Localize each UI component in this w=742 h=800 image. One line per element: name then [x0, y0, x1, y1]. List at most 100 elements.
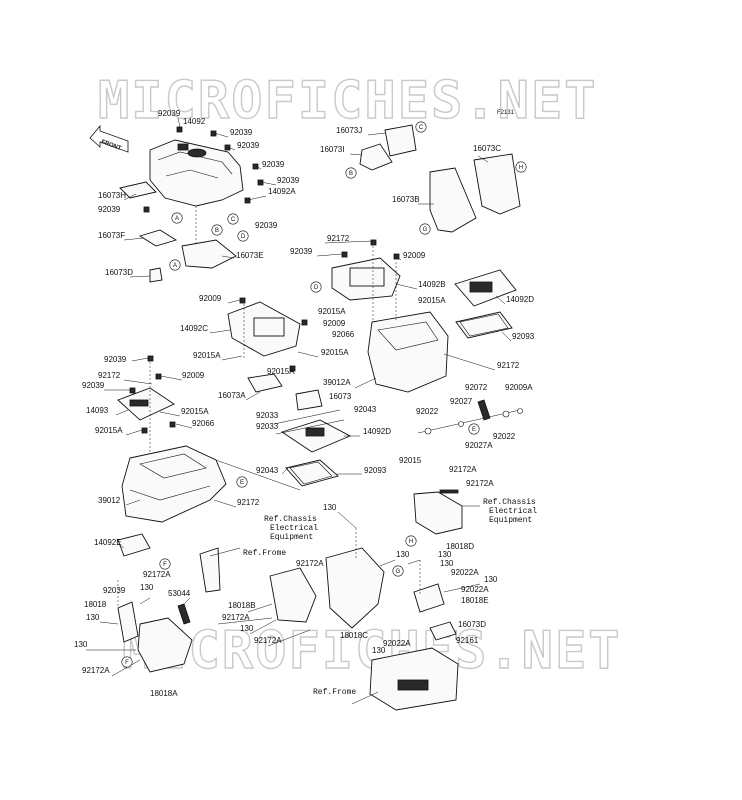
part-number-label: 14092A — [268, 187, 296, 196]
middle-lid-assembly — [273, 409, 362, 487]
part-number-label: 92172 — [237, 498, 260, 507]
part-number-label: 92172 — [497, 361, 520, 370]
part-number-label: 18018D — [446, 542, 474, 551]
callout-circle — [310, 281, 322, 293]
part-number-label: 92022A — [451, 568, 479, 577]
centre-tray-assembly — [209, 297, 323, 411]
part-number-label: 16073H — [98, 191, 126, 200]
callout-circle — [415, 121, 427, 133]
callout-circle — [159, 558, 171, 570]
part-number-label: 130 — [140, 583, 154, 592]
part-number-label: 92066 — [192, 419, 215, 428]
part-number-label: 92039 — [98, 205, 121, 214]
callout-marker: G — [392, 565, 404, 577]
part-number-label: 92039 — [277, 176, 300, 185]
watermark-bottom: MICROFICHES.NET — [122, 621, 622, 681]
part-number-label: 16073 — [329, 392, 352, 401]
part-number-label: 16073D — [105, 268, 133, 277]
part-number-label: 92015A — [318, 307, 346, 316]
part-number-label: 92015A — [267, 367, 295, 376]
right-console-box — [316, 239, 517, 393]
reference-note-line: Ref.Chassis — [264, 515, 317, 524]
part-number-label: 92015A — [321, 348, 349, 357]
callout-circle — [392, 565, 404, 577]
callout-marker: C — [415, 121, 427, 133]
watermark-top: MICROFICHES.NET — [98, 71, 598, 131]
part-number-label: 92009 — [403, 251, 426, 260]
callout-marker: E — [468, 423, 480, 435]
part-number-label: 92015A — [95, 426, 123, 435]
callout-letter: F — [163, 562, 167, 568]
part-number-label: 130 — [323, 503, 337, 512]
callout-marker: E — [236, 476, 248, 488]
reference-note-line: Electrical — [489, 507, 537, 516]
part-number-label: 92172A — [143, 570, 171, 579]
callout-letter: G — [396, 569, 401, 575]
part-number-label: 92033 — [256, 411, 279, 420]
callout-letter: D — [314, 285, 319, 291]
callout-marker: G — [419, 223, 431, 235]
part-number-label: 92172A — [254, 636, 282, 645]
callout-letter: C — [419, 125, 424, 131]
callout-letter: F — [125, 660, 129, 666]
part-number-label: 92043 — [354, 405, 377, 414]
reference-note-line: Electrical — [270, 524, 318, 533]
part-number-label: 18018C — [340, 631, 368, 640]
callout-letter: H — [409, 539, 413, 545]
callout-marker: A — [171, 212, 183, 224]
callout-circle — [419, 223, 431, 235]
part-number-label: 14092E — [94, 538, 122, 547]
callout-circle — [468, 423, 480, 435]
part-number-label: 92027A — [465, 441, 493, 450]
part-number-label: 92009 — [323, 319, 346, 328]
part-number-label: 92039 — [262, 160, 285, 169]
part-number-label: 130 — [484, 575, 498, 584]
reference-note-line: Ref.Frome — [313, 688, 356, 697]
part-number-label: 92172A — [449, 465, 477, 474]
part-number-label: 92015A — [418, 296, 446, 305]
part-number-label: 14092C — [180, 324, 208, 333]
callout-letter: C — [231, 217, 236, 223]
part-number-label: 92022A — [383, 639, 411, 648]
part-number-label: 92072 — [465, 383, 488, 392]
part-number-label: 14092D — [506, 295, 534, 304]
part-number-label: 92039 — [237, 141, 260, 150]
part-number-label: 39012A — [323, 378, 351, 387]
part-number-label: 130 — [86, 613, 100, 622]
part-number-label: 18018B — [228, 601, 256, 610]
part-number-label: 92172A — [466, 479, 494, 488]
callout-letter: E — [472, 427, 476, 433]
left-small-tray — [104, 355, 183, 458]
latch-chain — [417, 399, 523, 435]
callout-marker: A — [169, 259, 181, 271]
part-number-label: 16073B — [392, 195, 420, 204]
part-number-label: 92172 — [98, 371, 121, 380]
part-number-label: 16073I — [320, 145, 344, 154]
callout-circle — [227, 213, 239, 225]
callout-circle — [211, 224, 223, 236]
callout-marker: D — [310, 281, 322, 293]
part-number-label: 92172A — [296, 559, 324, 568]
part-number-label: 16073E — [236, 251, 264, 260]
callout-circle — [345, 167, 357, 179]
callout-circle — [171, 212, 183, 224]
callout-letter: D — [241, 234, 246, 240]
reference-notes: Ref.ChassisElectricalEquipmentRef.Chassi… — [243, 498, 537, 697]
part-number-label: 92015A — [193, 351, 221, 360]
part-number-label: 16073F — [98, 231, 125, 240]
part-number-label: 53044 — [168, 589, 191, 598]
part-number-label: 18018 — [84, 600, 107, 609]
part-number-label: 130 — [372, 646, 386, 655]
callout-letter: A — [175, 216, 179, 222]
part-number-label: 92066 — [332, 330, 355, 339]
part-number-label: 92009 — [199, 294, 222, 303]
part-number-label: 92033 — [256, 422, 279, 431]
reference-note-line: Ref.Chassis — [483, 498, 536, 507]
left-console-box — [121, 421, 301, 523]
part-number-label: 92172A — [82, 666, 110, 675]
part-number-label: 130 — [74, 640, 88, 649]
part-number-label: 39012 — [98, 496, 121, 505]
part-number-label: 16073J — [336, 126, 362, 135]
